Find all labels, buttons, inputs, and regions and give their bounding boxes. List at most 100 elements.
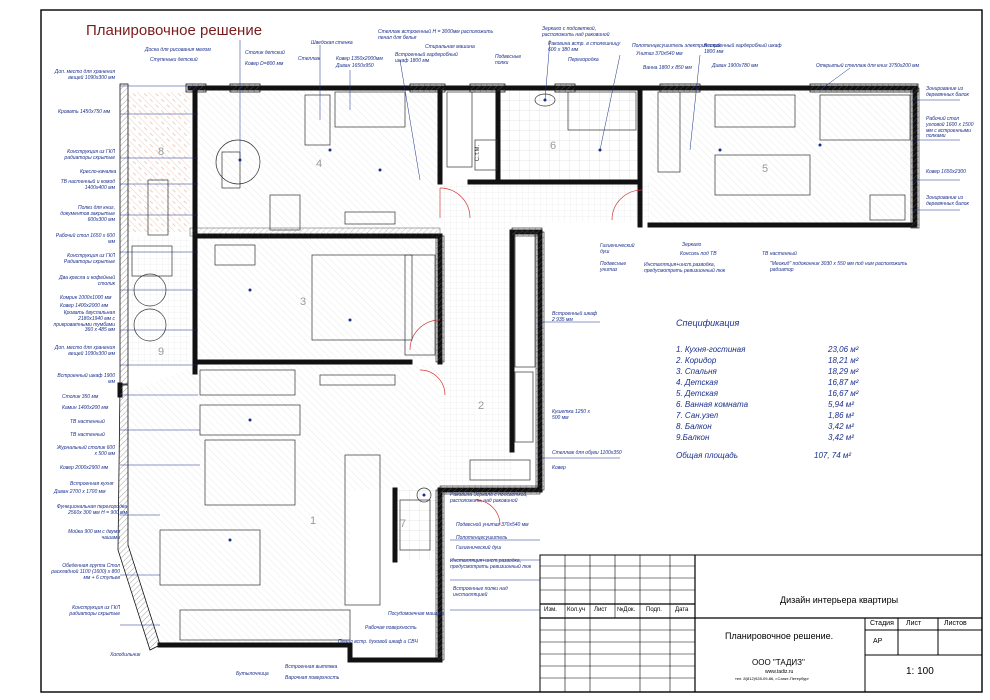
- note-top-4: Шведская стенка: [311, 40, 353, 46]
- stamp-stage-value: АР: [873, 638, 883, 645]
- drawing-title: Планировочное решение: [86, 22, 263, 39]
- note-right-7: Зеркало: [682, 242, 702, 248]
- note-left-17: ТВ настенный: [70, 432, 105, 438]
- note-left-6: Рабочий стол 1650 х 600 мм: [55, 233, 115, 245]
- note-top-10: Встроенный гардеробный шкаф 1800 мм: [395, 52, 458, 64]
- note-top-3: Ковер D=800 мм: [245, 61, 284, 67]
- note-left-11: Кровать двуспальная 2180х1940 мм с прикр…: [53, 310, 116, 334]
- title-block-frame: [539, 554, 983, 693]
- room-number-4: 4: [316, 158, 323, 170]
- stamp-stage-label: Стадия: [870, 620, 894, 627]
- stamp-header-data: Дата: [675, 607, 689, 613]
- note-top-17: Ванна 1800 х 850 мм: [643, 65, 692, 71]
- spec-heading: Спецификация: [676, 318, 740, 328]
- stamp-header-koluch: Кол.уч: [567, 607, 585, 613]
- room-number-2: 2: [478, 400, 485, 412]
- note-right-10: "Меокид" подоконник 3030 х 550 мм под ни…: [770, 261, 908, 273]
- note-left-28: Встроенная вытяжка: [285, 664, 338, 670]
- note-right-4: Гигиенический душ: [600, 243, 635, 255]
- note-left-18: Журнальный столик 600 х 500 мм: [56, 445, 115, 457]
- note-left-9: Комрик 1000х1000 мм: [60, 295, 112, 301]
- stamp-website: www.tadiz.ru: [765, 669, 794, 675]
- stamp-project: Дизайн интерьера квартиры: [780, 595, 899, 605]
- note-left-3: Кресло-качалка: [80, 169, 117, 175]
- note-left-7: Конструкция из ГКЛ Радиаторы скрытые: [63, 253, 115, 265]
- note-right-1: Рабочий стол угловой 1600 х 1500 мм с вс…: [926, 116, 974, 140]
- note-left-0: Доп. место для хранения вещей 1090х300 м…: [54, 69, 115, 81]
- note-top-15: Полотенцесушитель электрический: [632, 43, 721, 49]
- note-left-20: Встроенная кухня: [70, 481, 114, 487]
- room-number-7: 7: [400, 518, 407, 530]
- note-right-8: Консоль под ТВ: [680, 251, 717, 257]
- note-top-11: Подвесные полки: [495, 54, 522, 66]
- note-right-3: Зонирование из деревянных балок: [926, 195, 969, 207]
- note-right-5: Подвесные унитаз: [600, 261, 627, 273]
- stamp-scale: 1: 100: [906, 666, 934, 677]
- note-left-22: Функциональная перегородка 2560х 300 мм …: [56, 504, 127, 516]
- note-top-6: Ковер 1350х2000мм: [336, 56, 383, 62]
- spec-total: Общая площадь 107, 74 м²: [676, 451, 876, 460]
- note-left-15: Камин 1400х200 мм: [62, 405, 109, 411]
- note-right-9: ТВ настенный: [762, 251, 797, 257]
- note-top-7: Диван 1650х950: [336, 63, 374, 69]
- note-top-18: Встроенный гардеробный шкаф 1800 мм: [704, 43, 782, 55]
- note-left-31: Рабочая поверхность: [365, 625, 417, 631]
- note-right-0: Зонирование из деревянных балок: [926, 86, 969, 98]
- note-right-13: Стеллаж для обуви 1100х350: [552, 450, 622, 456]
- note-right-14: Ковер: [552, 465, 566, 471]
- note-top-20: Открытый стеллаж для книг 3750х200 мм: [816, 63, 920, 69]
- note-top-16: Унитаз 370х540 мм: [636, 51, 683, 57]
- note-left-2: Конструкция из ГКЛ радиаторы скрытые: [64, 149, 115, 161]
- note-top-12: Зеркало с подсветкой, расположить над ра…: [542, 26, 610, 38]
- note-right-15: Раковина Зеркало с подсветкой, расположи…: [450, 492, 528, 504]
- note-left-29: Варочная поверхность: [285, 675, 340, 681]
- note-left-19: Ковер 2000х2900 мм: [60, 465, 109, 471]
- note-right-12: Кушетка 1250 х 500 мм: [552, 409, 590, 421]
- note-top-8: Стеллаж встроенный H = 3000мм расположит…: [378, 29, 494, 41]
- note-left-24: Обеденная группа Стол раскладной 1100 (1…: [51, 563, 120, 581]
- stamp-header-ndok: №Док.: [617, 607, 636, 613]
- note-top-5: Стеллаж: [298, 56, 321, 62]
- note-right-18: Гигиенический душ: [456, 545, 502, 551]
- room-number-6: 6: [550, 140, 557, 152]
- note-right-17: Полотенцесушитель: [456, 535, 508, 541]
- stamp-header-list: Лист: [594, 607, 608, 613]
- note-left-21: Диван 2700 х 1700 мм: [54, 489, 106, 495]
- note-top-0: Доска для рисования мелом: [145, 47, 211, 53]
- spec-total-value: 107, 74 м²: [814, 451, 852, 460]
- room-number-3: 3: [300, 296, 307, 308]
- room-label-sm: С.т.М.: [475, 144, 482, 162]
- note-left-12: Доп. место для хранения вещей 1090х300 м…: [54, 345, 115, 357]
- stamp-sheets-label: Листов: [944, 620, 967, 627]
- note-right-19: Инсталляция+инст.разводка, предусмотреть…: [450, 558, 532, 570]
- sheet-frame: [40, 9, 983, 693]
- stamp-sheet-label: Лист: [906, 620, 922, 627]
- note-top-1: Столик детский: [245, 50, 285, 56]
- note-left-27: Бутылочница: [236, 671, 269, 677]
- note-left-14: Столик 350 мм: [62, 394, 99, 400]
- note-left-25: Конструкция из ГКЛ радиаторы скрытые: [69, 605, 120, 617]
- stamp-sheet-name: Планировочное решение.: [725, 631, 834, 641]
- note-left-23: Мойка 900 мм с двумя чашами: [68, 529, 120, 541]
- note-top-13: Раковина встр. в столешницу 600 х 380 мм: [548, 41, 621, 53]
- note-right-6: Инсталляция+инст.разводка, предусмотреть…: [644, 262, 726, 274]
- note-top-2: Ступеньки детский: [150, 57, 198, 63]
- stamp-contacts: тел. 8(812)928-09-86, г.Санкт-Петербург: [735, 676, 809, 681]
- note-left-30: Пенал встр. духовой шкаф и СВЧ: [338, 639, 418, 645]
- stamp-header-podp: Подп.: [646, 607, 662, 613]
- note-left-10: Ковер 1400х2000 мм: [60, 303, 109, 309]
- note-top-14: Перегородка: [568, 57, 599, 63]
- note-left-26: Холодильник: [110, 652, 141, 658]
- room-number-8: 8: [158, 146, 165, 158]
- note-left-4: ТВ настенный и комод 1400х400 мм: [60, 179, 115, 191]
- room-number-5: 5: [762, 163, 769, 175]
